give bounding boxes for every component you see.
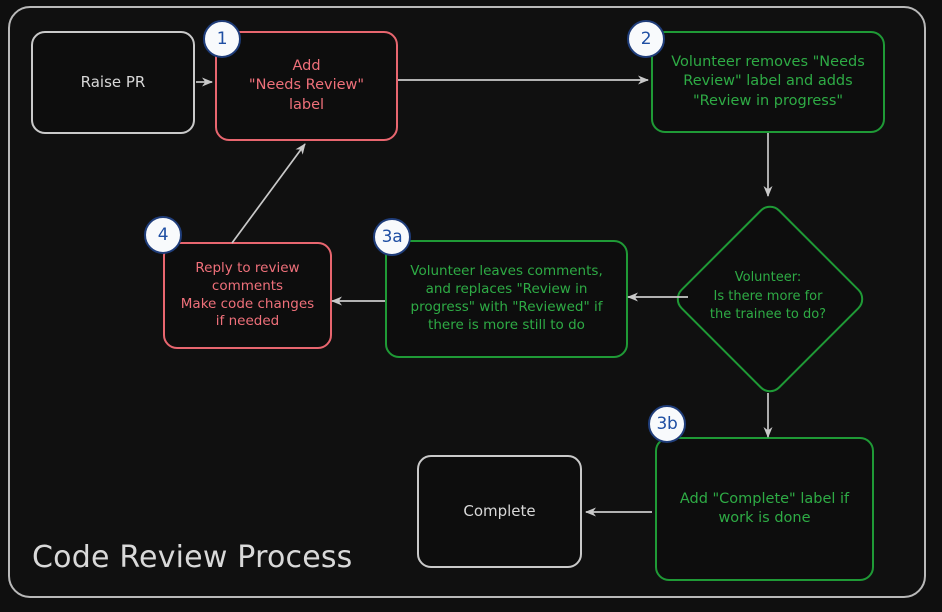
node-add-complete[interactable]: Add "Complete" label if work is done <box>655 437 874 581</box>
badge-1-text: 1 <box>216 29 228 49</box>
node-leaves-comments-label: Volunteer leaves comments, and replaces … <box>410 263 603 333</box>
node-add-label[interactable]: Add "Needs Review" label <box>215 31 398 141</box>
node-raise-pr[interactable]: Raise PR <box>31 31 195 134</box>
node-volunteer-swap[interactable]: Volunteer removes "Needs Review" label a… <box>651 31 885 133</box>
node-raise-pr-label: Raise PR <box>80 72 146 91</box>
diagram-title: Code Review Process <box>32 540 353 575</box>
node-complete[interactable]: Complete <box>417 455 582 568</box>
node-reply-comments[interactable]: Reply to review comments Make code chang… <box>163 242 332 349</box>
badge-3b: 3b <box>648 405 686 443</box>
badge-1: 1 <box>203 20 241 58</box>
badge-4: 4 <box>144 216 182 254</box>
node-add-label-label: Add "Needs Review" label <box>248 58 365 113</box>
badge-2: 2 <box>627 20 665 58</box>
badge-3b-text: 3b <box>656 414 678 434</box>
node-leaves-comments[interactable]: Volunteer leaves comments, and replaces … <box>385 240 628 358</box>
node-decision[interactable]: Volunteer: Is there more for the trainee… <box>671 200 869 398</box>
node-complete-label: Complete <box>463 501 536 520</box>
badge-3a-text: 3a <box>381 227 403 247</box>
badge-4-text: 4 <box>157 225 169 245</box>
badge-3a: 3a <box>373 218 411 256</box>
badge-2-text: 2 <box>640 29 652 49</box>
node-decision-label: Volunteer: Is there more for the trainee… <box>709 269 827 323</box>
node-add-complete-label: Add "Complete" label if work is done <box>679 490 850 526</box>
node-volunteer-swap-label: Volunteer removes "Needs Review" label a… <box>671 54 865 109</box>
node-reply-comments-label: Reply to review comments Make code chang… <box>180 259 315 330</box>
